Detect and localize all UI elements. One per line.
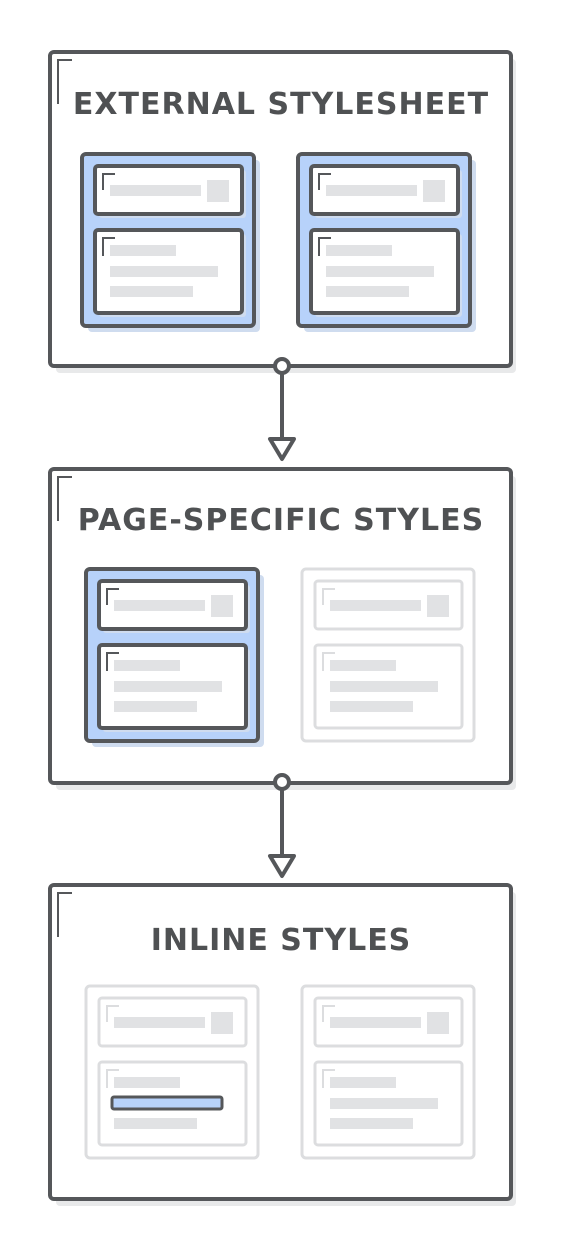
placeholder-line xyxy=(326,185,417,196)
placeholder-line xyxy=(326,245,392,256)
corner-mark-icon xyxy=(57,476,72,521)
placeholder-line xyxy=(114,1017,205,1028)
placeholder-square xyxy=(427,595,449,617)
inline-style-highlight-bar xyxy=(110,1095,224,1111)
corner-mark-icon xyxy=(106,1069,119,1088)
placeholder-line xyxy=(114,701,197,712)
placeholder-square xyxy=(423,180,445,202)
placeholder-line xyxy=(110,185,201,196)
corner-mark-icon xyxy=(106,1005,119,1022)
placeholder-line xyxy=(114,600,205,611)
panel-title: PAGE-SPECIFIC STYLES xyxy=(78,503,484,538)
placeholder-square xyxy=(207,180,229,202)
panel-title: INLINE STYLES xyxy=(151,923,412,958)
corner-mark-icon xyxy=(322,588,335,605)
corner-mark-icon xyxy=(57,892,72,937)
style-card-active xyxy=(296,152,476,332)
placeholder-square xyxy=(211,595,233,617)
style-card-active xyxy=(84,567,264,747)
placeholder-square xyxy=(427,1012,449,1034)
style-card-inactive xyxy=(300,567,476,743)
placeholder-line xyxy=(330,1017,421,1028)
panel-inline-styles: INLINE STYLES xyxy=(48,883,516,1206)
placeholder-line xyxy=(330,1118,413,1129)
placeholder-line xyxy=(330,660,396,671)
placeholder-line xyxy=(114,681,222,692)
corner-mark-icon xyxy=(318,237,331,256)
placeholder-square xyxy=(211,1012,233,1034)
corner-mark-icon xyxy=(102,173,115,190)
corner-mark-icon xyxy=(106,588,119,605)
placeholder-line xyxy=(326,266,434,277)
placeholder-line xyxy=(110,266,218,277)
placeholder-line xyxy=(330,681,438,692)
placeholder-line xyxy=(330,600,421,611)
panel-title: EXTERNAL STYLESHEET xyxy=(73,87,489,122)
placeholder-line xyxy=(330,1098,438,1109)
style-card-active xyxy=(80,152,260,332)
placeholder-line xyxy=(326,286,409,297)
flow-arrow-down-icon xyxy=(268,357,296,461)
corner-mark-icon xyxy=(57,59,72,104)
corner-mark-icon xyxy=(318,173,331,190)
corner-mark-icon xyxy=(102,237,115,256)
panel-external-stylesheet: EXTERNAL STYLESHEET xyxy=(48,50,516,373)
corner-mark-icon xyxy=(106,652,119,671)
panel-page-specific-styles: PAGE-SPECIFIC STYLES xyxy=(48,467,516,790)
style-card-inactive xyxy=(300,984,476,1160)
flow-arrow-down-icon xyxy=(268,773,296,878)
corner-mark-icon xyxy=(322,1069,335,1088)
placeholder-line xyxy=(114,1077,180,1088)
placeholder-line xyxy=(330,701,413,712)
placeholder-line xyxy=(114,660,180,671)
style-card-inactive xyxy=(84,984,260,1160)
placeholder-line xyxy=(114,1118,197,1129)
corner-mark-icon xyxy=(322,652,335,671)
placeholder-line xyxy=(110,286,193,297)
corner-mark-icon xyxy=(322,1005,335,1022)
placeholder-line xyxy=(110,245,176,256)
placeholder-line xyxy=(330,1077,396,1088)
